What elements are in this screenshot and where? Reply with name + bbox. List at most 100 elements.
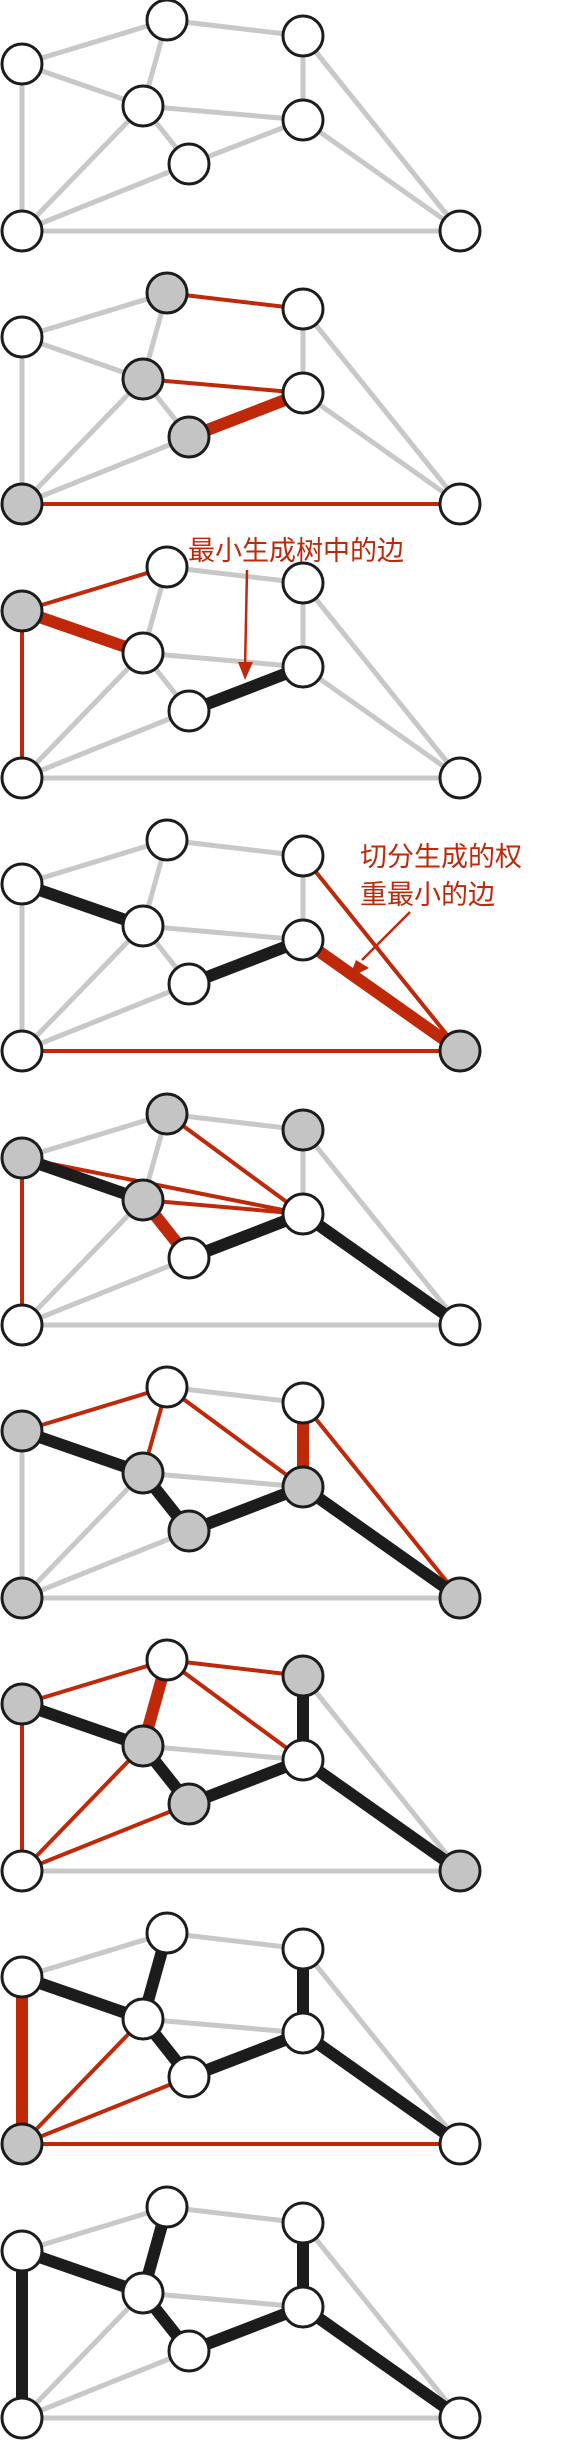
edge-AB [21, 1930, 168, 1980]
node-D [167, 1236, 211, 1280]
node-A [0, 2229, 44, 2273]
edge-DH [21, 981, 190, 1054]
node-D [167, 2329, 211, 2373]
edge-BE [166, 837, 304, 859]
node-H [0, 1029, 44, 1073]
edge-CH [20, 2291, 145, 2420]
node-B [145, 1365, 189, 1409]
node-E [281, 1381, 325, 1425]
node-D [167, 1782, 211, 1826]
edge-CH [20, 377, 145, 506]
edge-EG [301, 34, 462, 233]
edge-EG [301, 2221, 462, 2420]
panel-5 [0, 1092, 482, 1347]
node-G [438, 756, 482, 800]
node-G [438, 2396, 482, 2440]
node-B [145, 1638, 189, 1682]
node-F [281, 2285, 325, 2329]
node-A [0, 1955, 44, 1999]
edge-AB [21, 2204, 168, 2254]
node-C [121, 84, 165, 128]
edge-EG [301, 1674, 462, 1873]
crossing-edge-BF [165, 1658, 305, 1762]
edge-CF [142, 1743, 304, 1763]
edge-EG [301, 581, 462, 780]
node-A [0, 315, 44, 359]
crossing-edge-CH [20, 2017, 145, 2146]
crossing-edge-BE [166, 1658, 304, 1678]
node-G [438, 1029, 482, 1073]
node-B [145, 271, 189, 315]
mst-edge-FG [299, 1482, 464, 1603]
node-H [0, 1303, 44, 1347]
node-G [438, 1849, 482, 1893]
node-G [438, 482, 482, 526]
node-E [281, 287, 325, 331]
node-A [0, 42, 44, 86]
annotation-crossing-arrowhead [349, 960, 369, 978]
edge-BE [166, 1111, 304, 1133]
node-C [121, 631, 165, 675]
node-H [0, 2122, 44, 2166]
node-A [0, 1682, 44, 1726]
edge-BE [166, 564, 304, 586]
panel-1 [0, 0, 482, 253]
edge-DH [21, 2348, 190, 2421]
node-G [438, 1576, 482, 1620]
edge-DH [21, 161, 190, 234]
node-H [0, 1576, 44, 1620]
edge-CF [142, 650, 304, 670]
min-crossing-edge-FG [299, 935, 464, 1056]
annotation-mst-edge-arrow [243, 569, 249, 671]
crossing-edge-AB [21, 1385, 168, 1433]
crossing-edge-AF [21, 1156, 304, 1216]
panel-4 [0, 818, 482, 1073]
mst-edge-FG [299, 2302, 464, 2423]
node-D [167, 142, 211, 186]
node-B [145, 1092, 189, 1136]
node-B [145, 818, 189, 862]
edge-AB [21, 17, 168, 67]
node-D [167, 415, 211, 459]
panel-9 [0, 2185, 482, 2440]
edge-DH [21, 1528, 190, 1601]
annotation-mst-edge-arrowhead [238, 662, 253, 680]
mst-edge-FG [299, 1755, 464, 1876]
edge-BE [166, 1384, 304, 1406]
edge-CF [142, 1470, 304, 1490]
edge-CF [142, 103, 304, 123]
crossing-edge-DH [21, 1802, 190, 1873]
edge-FG [301, 390, 462, 507]
node-F [281, 2011, 325, 2055]
edge-AB [21, 290, 168, 340]
edge-DH [21, 1255, 190, 1328]
node-D [167, 1509, 211, 1553]
edge-CH [20, 1471, 145, 1600]
node-C [121, 2271, 165, 2315]
node-F [281, 98, 325, 142]
edge-FG [301, 664, 462, 781]
panel-7 [0, 1638, 482, 1893]
crossing-edge-EG [301, 854, 462, 1053]
node-G [438, 1303, 482, 1347]
panel-3 [0, 545, 482, 800]
node-E [281, 2201, 325, 2245]
crossing-edge-CF [142, 377, 304, 395]
edge-CH [20, 651, 145, 780]
edge-CH [20, 1198, 145, 1327]
annotation-mst-edge: 最小生成树中的边 [188, 536, 404, 567]
edge-BE [166, 2204, 304, 2226]
node-C [121, 1178, 165, 1222]
edge-CH [20, 924, 145, 1053]
node-A [0, 1136, 44, 1180]
edge-AB [21, 837, 168, 887]
crossing-edge-AB [21, 1658, 168, 1706]
node-B [145, 545, 189, 589]
panel-6 [0, 1365, 482, 1620]
edge-BE [166, 17, 304, 39]
node-B [145, 0, 189, 42]
node-D [167, 962, 211, 1006]
node-F [281, 371, 325, 415]
edge-FG [301, 117, 462, 234]
